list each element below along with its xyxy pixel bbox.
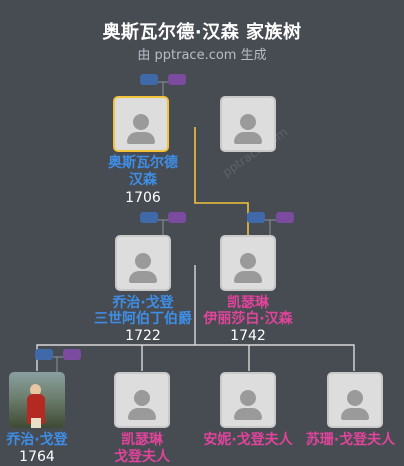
toggle-father-button[interactable] xyxy=(140,74,158,85)
person-name[interactable]: 苏珊·戈登夫人 xyxy=(305,432,396,448)
avatar-placeholder-icon xyxy=(240,114,256,130)
toggle-mother-button[interactable] xyxy=(276,212,294,223)
person-name[interactable]: 乔治·戈登 xyxy=(6,432,68,448)
person-name[interactable]: 凯瑟琳 xyxy=(121,432,163,448)
avatar-placeholder-icon xyxy=(133,114,149,130)
person-card-spouse[interactable] xyxy=(220,96,276,152)
avatar-placeholder-icon xyxy=(134,390,150,406)
person-birth-year: 1742 xyxy=(230,328,266,344)
person-birth-year: 1764 xyxy=(19,449,55,465)
person-birth-year: 1706 xyxy=(125,190,161,206)
person-name[interactable]: 凯瑟琳 xyxy=(227,295,269,311)
avatar-placeholder-icon xyxy=(240,253,256,269)
avatar-placeholder-icon xyxy=(240,390,256,406)
person-card-catherine-gordon[interactable] xyxy=(114,372,170,428)
toggle-father-button[interactable] xyxy=(140,212,158,223)
person-name[interactable]: 奥斯瓦尔德 xyxy=(108,155,178,171)
toggle-mother-button[interactable] xyxy=(63,349,81,360)
toggle-father-button[interactable] xyxy=(247,212,265,223)
person-card-george3[interactable] xyxy=(115,235,171,291)
person-card-annie[interactable] xyxy=(220,372,276,428)
person-card-oswald[interactable] xyxy=(113,96,169,152)
person-card-catherine-hansen[interactable] xyxy=(220,235,276,291)
person-name-line2[interactable]: 三世阿伯丁伯爵 xyxy=(94,311,192,327)
toggle-mother-button[interactable] xyxy=(168,212,186,223)
page-subtitle: 由 pptrace.com 生成 xyxy=(137,48,267,63)
toggle-mother-button[interactable] xyxy=(168,74,186,85)
person-birth-year: 1722 xyxy=(125,328,161,344)
person-name-line2[interactable]: 戈登夫人 xyxy=(114,449,170,465)
person-photo-george-gordon[interactable] xyxy=(9,372,65,428)
person-name[interactable]: 安妮·戈登夫人 xyxy=(203,432,293,448)
avatar-placeholder-icon xyxy=(347,390,363,406)
page-title: 奥斯瓦尔德·汉森 家族树 xyxy=(102,22,302,43)
toggle-father-button[interactable] xyxy=(35,349,53,360)
person-name[interactable]: 乔治·戈登 xyxy=(112,295,174,311)
person-name-line2[interactable]: 伊丽莎白·汉森 xyxy=(203,311,293,327)
avatar-placeholder-icon xyxy=(135,253,151,269)
person-card-susan[interactable] xyxy=(327,372,383,428)
person-name-line2[interactable]: 汉森 xyxy=(129,172,157,188)
